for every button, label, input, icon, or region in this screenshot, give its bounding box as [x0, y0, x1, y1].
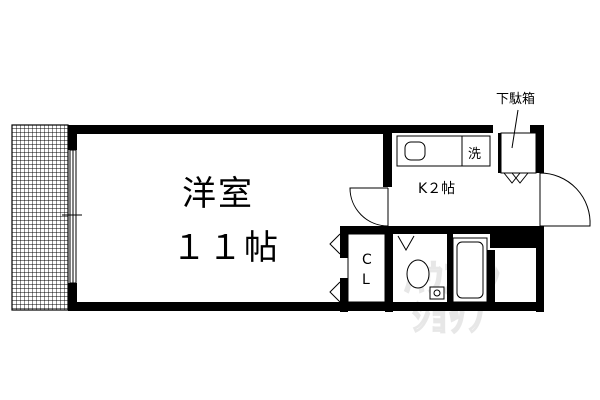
shoe-box-label: 下駄箱: [496, 92, 536, 107]
toilet-door-mark: [397, 235, 415, 252]
western-room-name: 洋室: [182, 174, 254, 214]
sink: [404, 141, 426, 161]
walls: [68, 125, 544, 312]
shoe-box: [500, 132, 537, 174]
kitchen-door: [349, 187, 389, 227]
kitchen-label: K２帖: [418, 181, 456, 197]
left-window: [62, 149, 82, 284]
closet: [347, 233, 386, 303]
balcony: [11, 124, 69, 311]
bathtub-inner: [456, 241, 484, 299]
closet-label-c: C: [362, 252, 372, 268]
shoe-box-marks: [503, 172, 529, 184]
closet-label-l: L: [362, 272, 370, 288]
entrance-door: [539, 172, 591, 227]
toilet-paper: [433, 289, 441, 297]
western-room-size: １１帖: [172, 228, 280, 268]
toilet-bowl: [406, 259, 430, 289]
leader-line: [511, 109, 519, 149]
toilet-tank: [429, 286, 445, 300]
closet-door-marks: [329, 233, 341, 303]
washer-box: [461, 135, 491, 167]
washer-label: 洗: [468, 147, 482, 162]
